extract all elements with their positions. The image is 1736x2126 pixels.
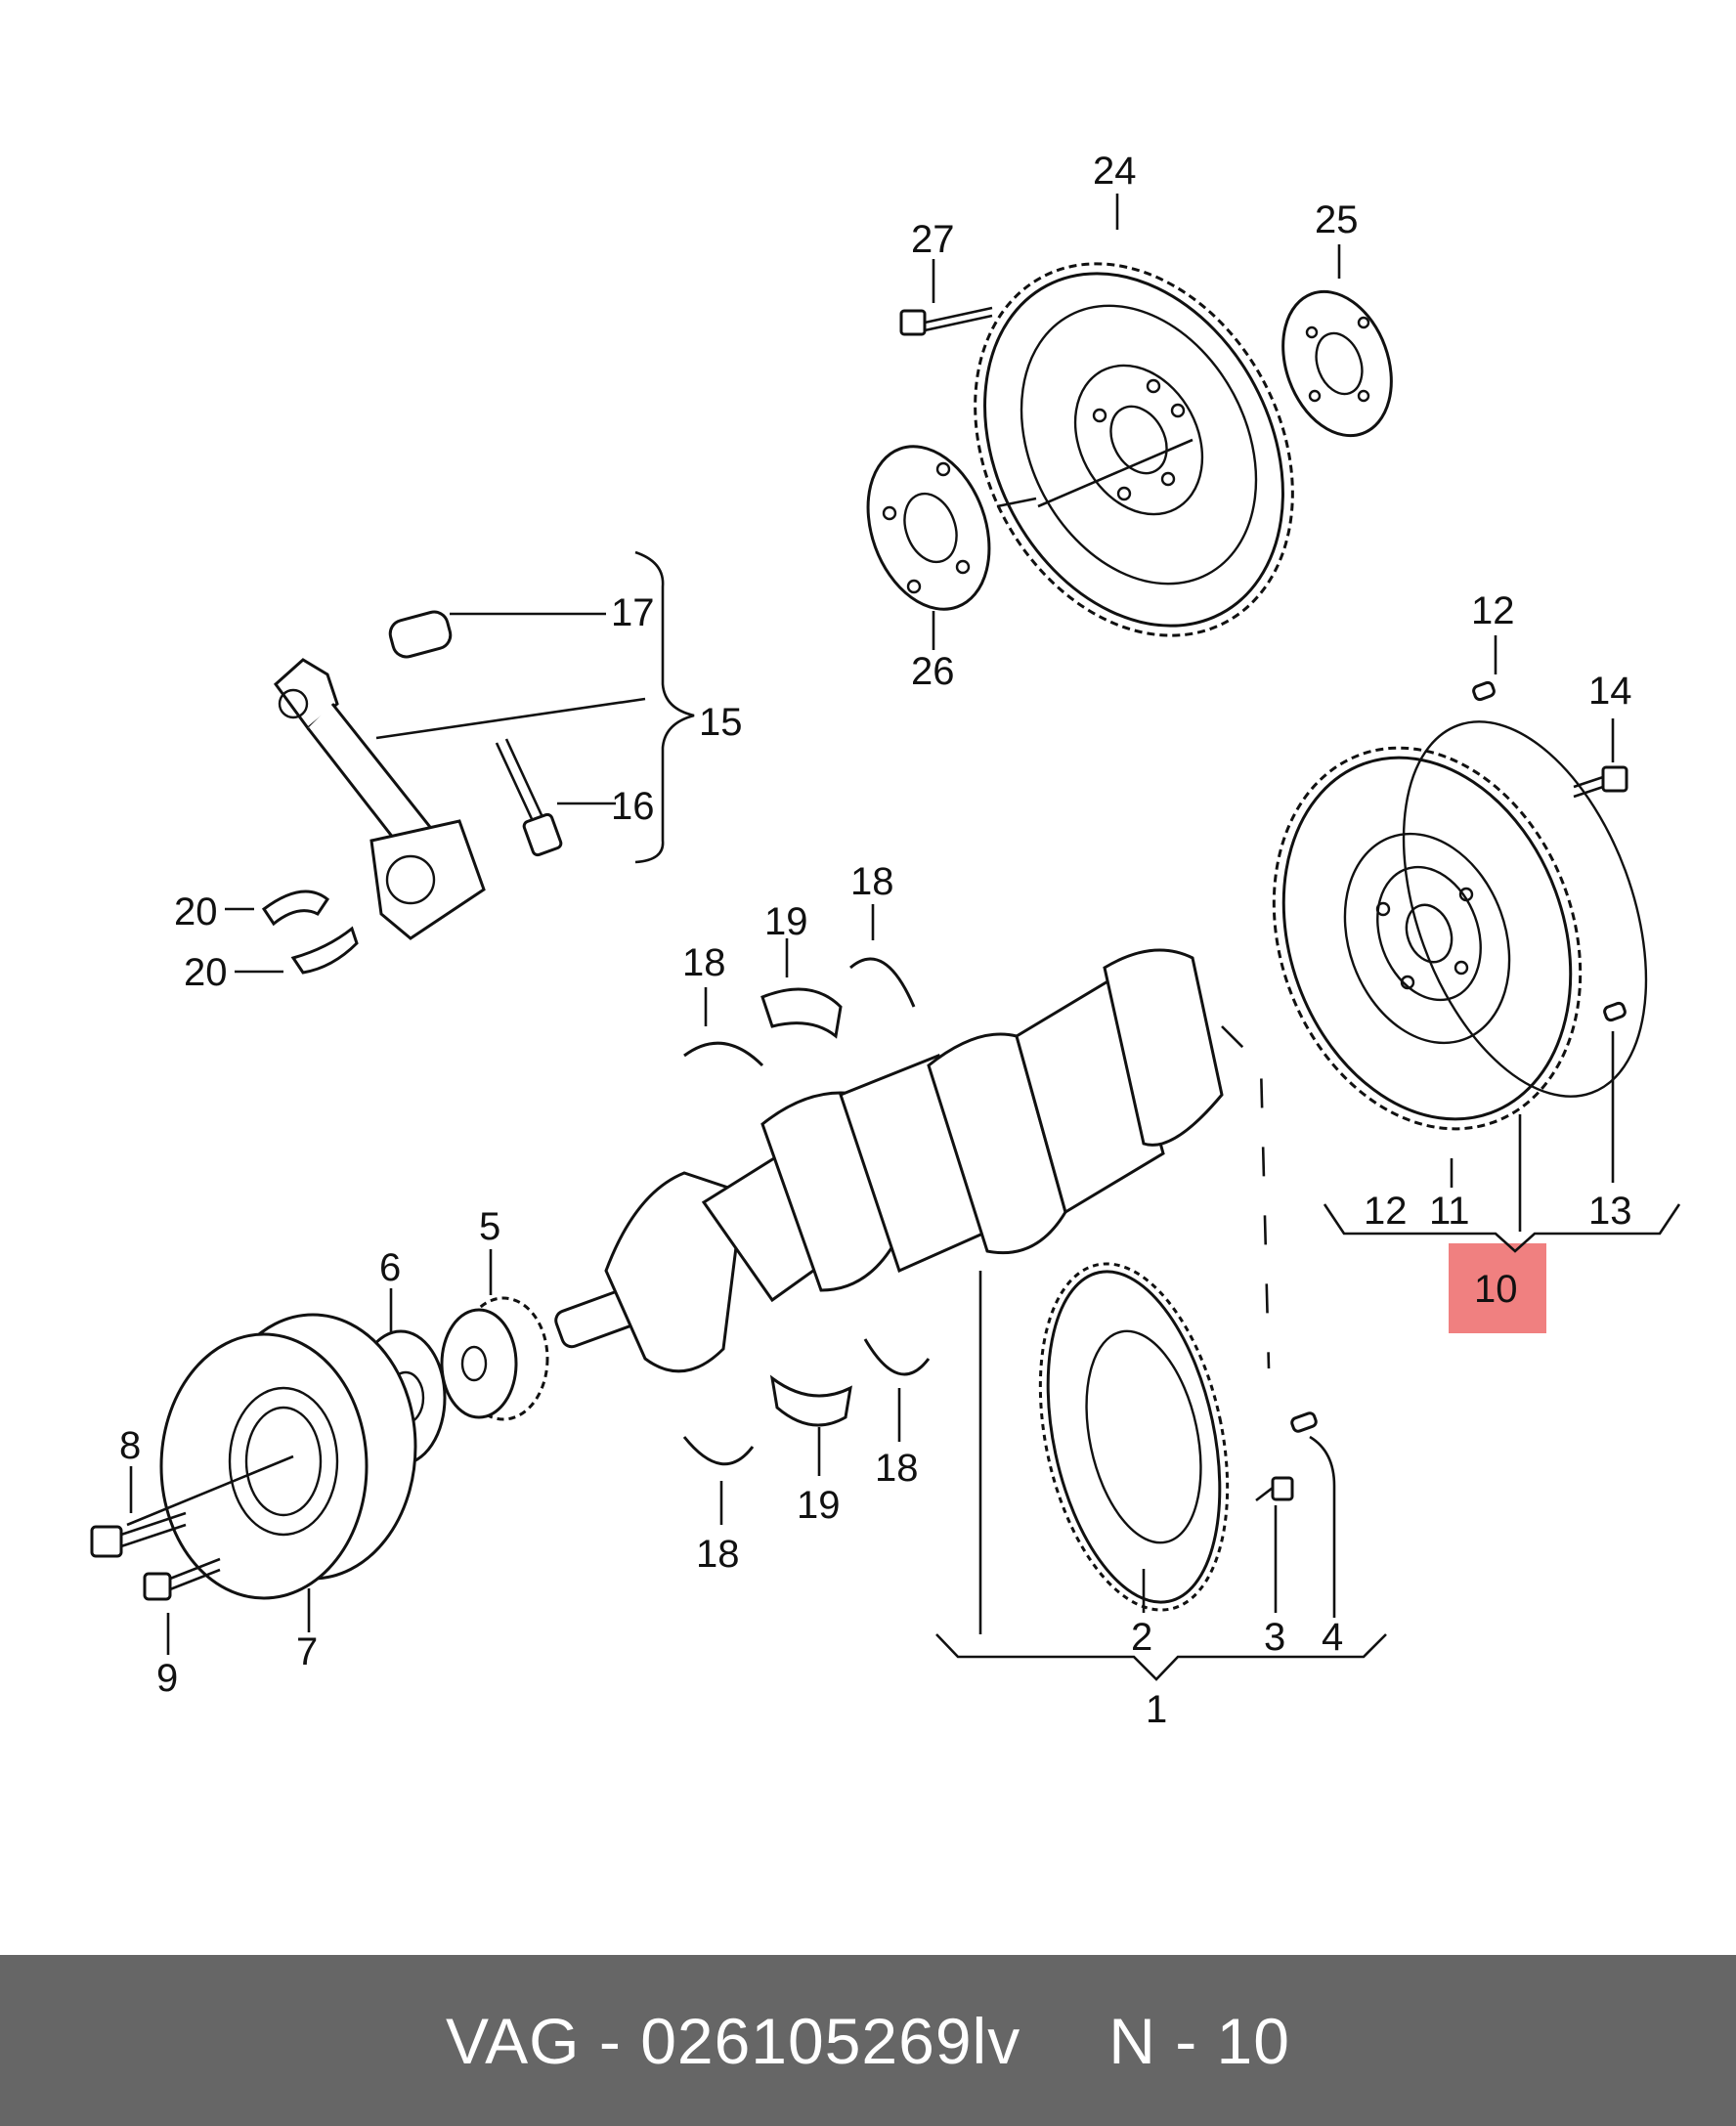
- flywheel-upper: [974, 262, 1294, 637]
- label-19-b: 19: [797, 1484, 841, 1527]
- label-20-b: 20: [184, 951, 228, 994]
- label-25: 25: [1315, 198, 1359, 241]
- connecting-rod: [273, 658, 486, 940]
- label-4: 4: [1322, 1616, 1343, 1659]
- footer-part-number: 026105269lv: [640, 2004, 1021, 2077]
- label-1: 1: [1146, 1688, 1167, 1731]
- footer-brand: VAG: [446, 2004, 581, 2077]
- label-7: 7: [296, 1630, 318, 1673]
- label-18-b: 18: [850, 860, 894, 903]
- highlight-box: [1449, 1243, 1546, 1333]
- label-18-c: 18: [696, 1533, 740, 1576]
- pulley-7: [159, 1313, 417, 1600]
- drive-plate-2: [1038, 1262, 1230, 1612]
- footer-bar: VAG - 026105269lv N - 10: [0, 1955, 1736, 2126]
- bolt-16: [495, 738, 563, 857]
- footer-separator: -: [598, 2004, 622, 2077]
- label-3: 3: [1264, 1616, 1285, 1659]
- parts-diagram: 24 27 25 26 17 15 16 20 20 18 19 18 12 1…: [90, 150, 1681, 1731]
- label-24: 24: [1093, 150, 1137, 193]
- label-19-a: 19: [764, 900, 808, 943]
- crankshaft: [554, 948, 1224, 1373]
- bolt-14: [1573, 765, 1628, 799]
- label-15: 15: [699, 701, 743, 744]
- label-18-d: 18: [875, 1447, 919, 1490]
- label-5: 5: [479, 1205, 500, 1248]
- label-10: 10: [1474, 1268, 1518, 1311]
- label-12-bottom: 12: [1364, 1190, 1408, 1233]
- label-2: 2: [1131, 1616, 1152, 1659]
- label-9: 9: [156, 1657, 178, 1700]
- label-20-a: 20: [174, 890, 218, 933]
- sprocket-5: [440, 1296, 549, 1421]
- bolt-27: [899, 306, 993, 336]
- label-12-top: 12: [1471, 589, 1515, 632]
- label-18-a: 18: [682, 941, 726, 984]
- footer-position: N - 10: [1108, 2004, 1290, 2077]
- label-26: 26: [911, 650, 955, 693]
- flywheel-lower: [1272, 720, 1648, 1131]
- label-14: 14: [1588, 670, 1632, 713]
- plate-25: [1281, 289, 1393, 438]
- label-8: 8: [119, 1424, 141, 1467]
- leader-lines: [129, 194, 1681, 1681]
- plate-26: [866, 445, 991, 611]
- label-16: 16: [611, 785, 655, 828]
- bolt-3: [1255, 1476, 1294, 1502]
- bolt-8: [90, 1511, 187, 1558]
- label-17: 17: [611, 591, 655, 634]
- label-13: 13: [1588, 1190, 1632, 1233]
- bolt-9: [143, 1557, 221, 1601]
- label-27: 27: [911, 218, 955, 261]
- label-6: 6: [379, 1246, 401, 1289]
- label-11: 11: [1429, 1190, 1470, 1233]
